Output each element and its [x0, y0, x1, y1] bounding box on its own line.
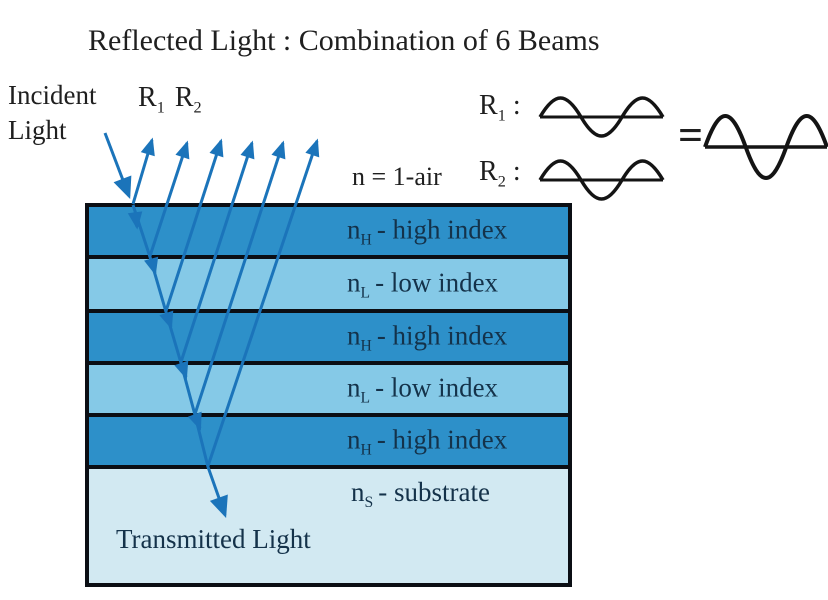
incident-light-label: Incident Light	[8, 80, 97, 145]
layer-label: nL- low index	[347, 372, 499, 407]
reflected-beam-1	[131, 137, 155, 205]
layer-label: nH- high index	[347, 424, 508, 459]
layer-high-index-1: nH- high index	[89, 207, 568, 259]
layer-low-index-1: nL- low index	[89, 259, 568, 313]
r1-waveform	[538, 96, 665, 138]
layer-high-index-3: nH- high index	[89, 417, 568, 469]
layer-label: nH- high index	[347, 320, 508, 355]
r2-waveform	[538, 159, 665, 201]
air-index-label: n = 1-air	[352, 162, 442, 191]
r1-wave-label: R1 :	[479, 90, 521, 125]
r2-wave-label: R2 :	[479, 156, 521, 191]
page-title: Reflected Light : Combination of 6 Beams	[88, 24, 600, 57]
equals-sign: =	[678, 111, 704, 160]
transmitted-light-label: Transmitted Light	[116, 524, 311, 554]
layer-label: nH- high index	[347, 214, 508, 249]
layer-low-index-2: nL- low index	[89, 365, 568, 417]
r1-label: R1	[138, 82, 165, 117]
combined-waveform	[703, 114, 828, 180]
layer-label: nS- substrate	[351, 477, 490, 512]
r2-label: R2	[174, 82, 202, 117]
layer-label: nL- low index	[347, 267, 499, 302]
layer-high-index-2: nH- high index	[89, 313, 568, 365]
reflected-beam-labels: R1 R2	[138, 82, 202, 117]
